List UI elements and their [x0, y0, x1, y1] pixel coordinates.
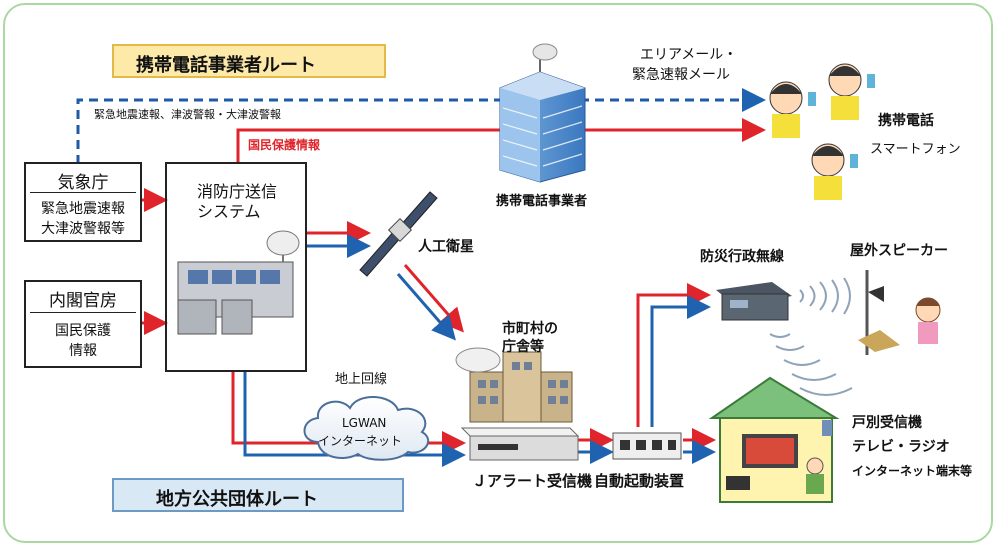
civil-protection-route [236, 118, 766, 162]
phone-label: 携帯電話 [878, 113, 934, 129]
civil-protection-label: 国民保護情報 [248, 138, 321, 152]
area-mail-label-1: エリアメール・ [640, 47, 738, 63]
kishocho-box: 気象庁 緊急地震速報 大津波警報等 [24, 162, 142, 242]
kishocho-line2: 大津波警報等 [41, 221, 125, 237]
fdma-line1: 消防庁送信 [197, 182, 278, 201]
carrier-route-banner: 携帯電話事業者ルート [112, 44, 390, 82]
local-gov-route-label: 地方公共団体ルート [156, 489, 318, 510]
internet-label: インターネット [318, 434, 403, 448]
kishocho-title: 気象庁 [57, 173, 109, 193]
naikaku-box: 内閣官房 国民保護 情報 [24, 280, 142, 368]
satellite-icon [359, 191, 438, 277]
area-mail-label-2: 緊急速報メール [632, 67, 730, 83]
satellite-label: 人工衛星 [418, 239, 474, 255]
house-icon [708, 376, 840, 503]
carrier-building-icon [499, 43, 586, 183]
ground-line-label: 地上回線 [335, 372, 388, 387]
lgwan-label: LGWAN [342, 416, 387, 430]
auto-start-label: 自動起動装置 [594, 472, 685, 490]
kishocho-line1: 緊急地震速報 [41, 201, 125, 217]
naikaku-line1: 国民保護 [55, 323, 111, 339]
smartphone-label: スマートフォン [870, 142, 961, 157]
naikaku-line2: 情報 [69, 343, 97, 359]
carrier-route-label: 携帯電話事業者ルート [136, 55, 316, 76]
naikaku-title: 内閣官房 [49, 291, 117, 311]
lgwan-cloud-icon [303, 395, 429, 461]
radio-waves [769, 277, 853, 396]
fdma-line2: システム [197, 202, 261, 221]
home-receiver-label: 戸別受信機 [852, 415, 922, 431]
speaker-label: 屋外スピーカー [850, 243, 948, 259]
carrier-label: 携帯電話事業者 [496, 194, 588, 209]
internet-terminal-label: インターネット端末等 [852, 464, 973, 478]
municipal-label-1: 市町村の [502, 321, 558, 337]
municipal-label-2: 庁舎等 [502, 339, 544, 355]
radio-label: 防災行政無線 [700, 249, 784, 265]
jalert-label: Ｊアラート受信機 [472, 472, 593, 490]
phone-users-icon [769, 63, 875, 200]
local-gov-route-banner: 地方公共団体ルート [112, 478, 404, 512]
quake-tsunami-label: 緊急地震速報、津波警報・大津波警報 [94, 108, 281, 121]
tv-radio-label: テレビ・ラジオ [852, 439, 950, 455]
jalert-receiver-icon [460, 427, 580, 461]
municipal-building-icon [455, 347, 573, 423]
radio-equipment-icon [716, 282, 792, 321]
carrier-dashed-route [76, 88, 766, 164]
fdma-console-icon [177, 230, 300, 335]
auto-start-device-icon [612, 432, 682, 460]
girl-icon [915, 297, 941, 344]
speaker-pole-icon [858, 270, 900, 355]
fdma-system-box: 消防庁送信 システム [165, 162, 307, 372]
